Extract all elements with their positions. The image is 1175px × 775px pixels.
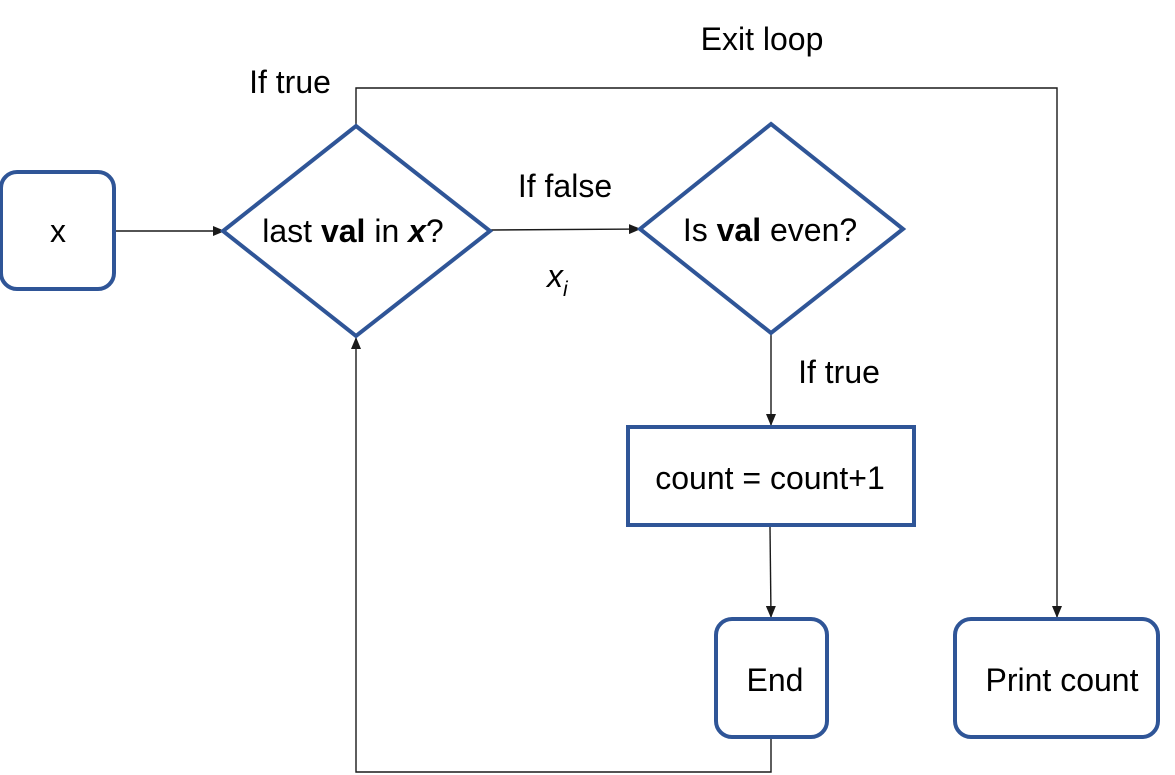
loop-check-label-post: ? [426,213,444,249]
edge-exit-loop-to-print [355,87,1062,618]
end-node-label: End [747,662,804,698]
even-check-label-post: even? [761,212,857,248]
xi-label: xi [545,258,569,301]
xi-label-subscript: i [563,278,569,301]
input-node-label: x [50,213,66,249]
edge-increment-to-end [765,526,776,618]
edge-end-back-to-loop-check [351,337,772,773]
if-true-even-label: If true [798,354,880,390]
loop-check-label-x: x [406,213,427,249]
xi-label-base: x [545,258,564,294]
input-node [0,170,116,291]
loop-check-label: last val in x? [262,213,443,249]
print-count-node [953,617,1160,739]
edge-loop-check-to-even-check [490,224,641,235]
if-false-label: If false [518,168,612,204]
increment-node [626,425,916,527]
loop-check-decision [219,123,494,339]
even-check-label-pre: Is [683,212,717,248]
loop-check-label-val: val [321,213,365,249]
end-node [714,617,829,739]
exit-loop-label: Exit loop [701,21,824,57]
increment-node-label: count = count+1 [655,460,885,496]
loop-check-label-pre: last [262,213,321,249]
print-count-node-label: Print count [986,662,1139,698]
loop-check-label-mid: in [365,213,408,249]
even-check-label-val: val [717,212,761,248]
even-check-label: Is val even? [683,212,857,248]
if-true-loop-label: If true [249,64,331,100]
even-check-decision [636,121,907,336]
